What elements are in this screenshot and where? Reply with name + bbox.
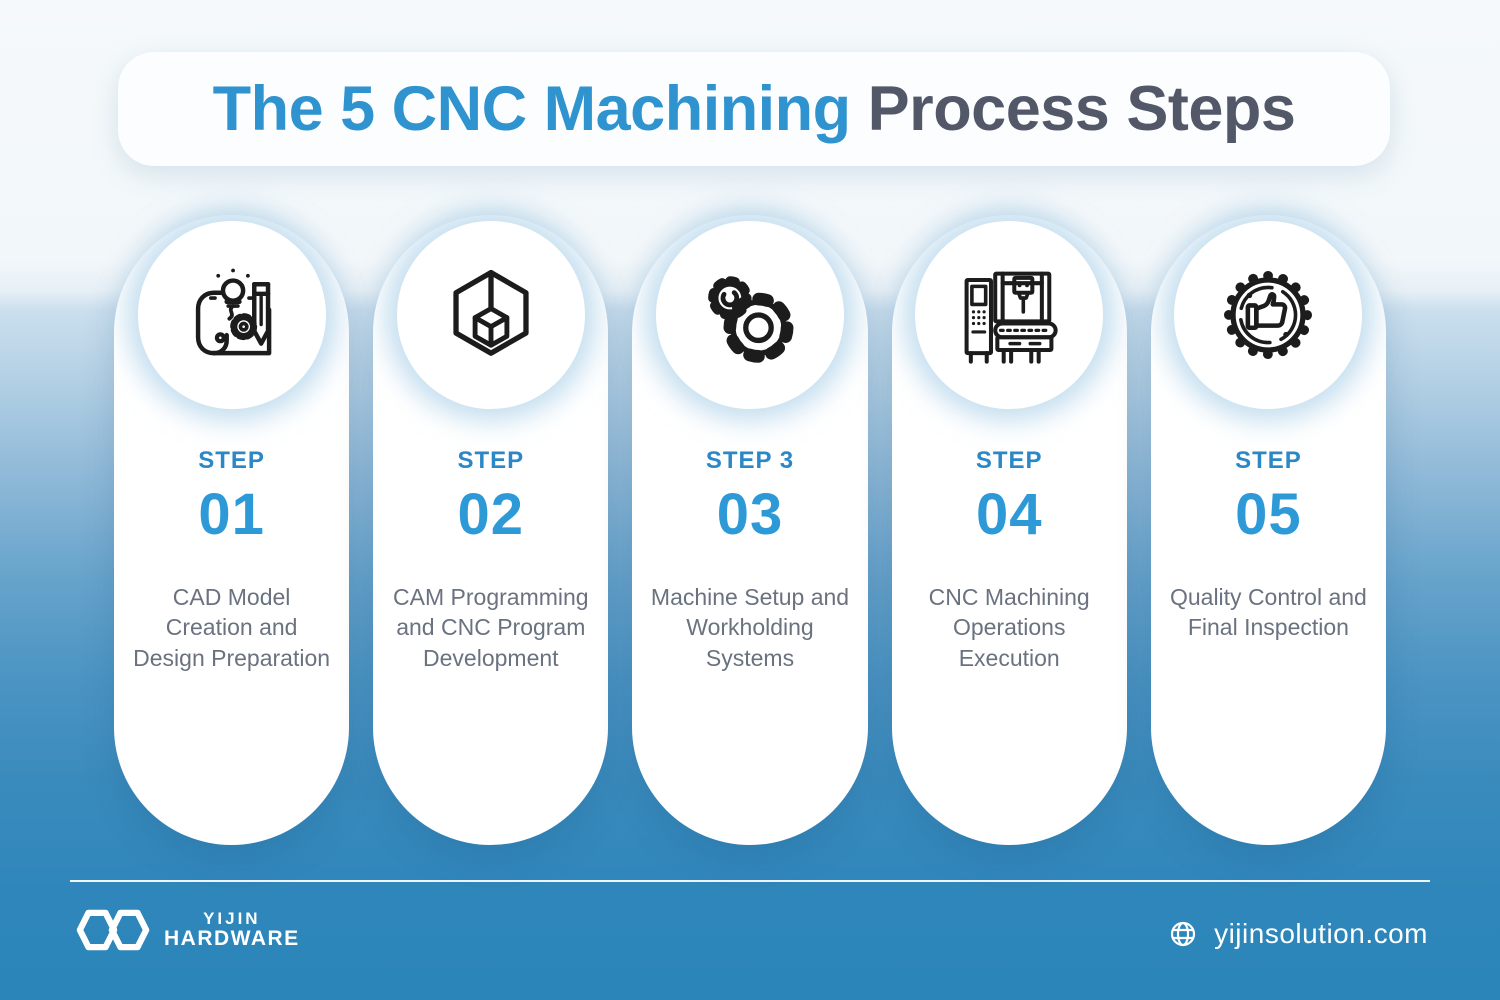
step-1-label: STEP — [198, 447, 265, 474]
brand-text: YIJIN HARDWARE — [164, 910, 300, 950]
step-1-icon-circle — [137, 221, 326, 409]
step-5-label: STEP — [1235, 447, 1302, 474]
yijin-hardware-logo-icon — [76, 909, 150, 951]
step-card-4: STEP 04 CNC Machining Operations Executi… — [891, 215, 1127, 845]
title-banner: The 5 CNC Machining Process Steps — [118, 52, 1390, 166]
step-5-number: 05 — [1235, 482, 1302, 547]
title-rest: Process Steps — [867, 74, 1296, 144]
title-highlight: The 5 CNC Machining — [212, 74, 868, 144]
step-4-label: STEP — [975, 447, 1043, 474]
step-3-number: 03 — [716, 482, 784, 547]
quality-badge-icon — [1224, 271, 1313, 359]
step-2-label: STEP — [457, 447, 525, 474]
step-3-icon-circle — [656, 221, 844, 409]
website-link[interactable]: yijinsolution.com — [1168, 918, 1428, 950]
blueprint-design-icon — [195, 268, 271, 356]
brand-logo: YIJIN HARDWARE — [74, 906, 300, 954]
step-4-icon-circle — [915, 221, 1104, 409]
step-2-number: 02 — [457, 482, 525, 547]
step-card-3: STEP 3 03 Machine Setup and Workholding … — [632, 215, 868, 845]
step-1-number: 01 — [198, 482, 265, 547]
step-3-description: Machine Setup and Workholding Systems — [650, 584, 850, 671]
step-3-label: STEP 3 — [705, 447, 795, 474]
step-card-1: STEP 01 CAD Model Creation and Design Pr… — [114, 215, 350, 845]
cnc-machine-icon — [964, 271, 1058, 364]
step-card-2: STEP 02 CAM Programming and CNC Program … — [373, 215, 609, 845]
gears-icon — [708, 276, 794, 363]
brand-name-top: YIJIN — [203, 909, 261, 929]
globe-icon — [1170, 921, 1196, 947]
brand-name-bottom: HARDWARE — [164, 926, 300, 950]
step-5-description: Quality Control and Final Inspection — [1169, 584, 1367, 641]
page-title: The 5 CNC Machining Process Steps — [213, 73, 1296, 145]
step-5-icon-circle — [1174, 221, 1363, 409]
step-2-icon-circle — [396, 221, 585, 409]
cube-3d-icon — [453, 269, 529, 356]
step-2-description: CAM Programming and CNC Program Developm… — [393, 584, 589, 671]
website-url[interactable]: yijinsolution.com — [1214, 918, 1428, 949]
step-4-number: 04 — [975, 482, 1043, 547]
steps-row: STEP 01 CAD Model Creation and Design Pr… — [114, 215, 1387, 845]
step-1-description: CAD Model Creation and Design Preparatio… — [133, 584, 331, 671]
footer-divider — [70, 880, 1430, 882]
step-card-5: STEP 05 Quality Control and Final Inspec… — [1150, 215, 1387, 845]
step-4-description: CNC Machining Operations Execution — [928, 584, 1090, 671]
